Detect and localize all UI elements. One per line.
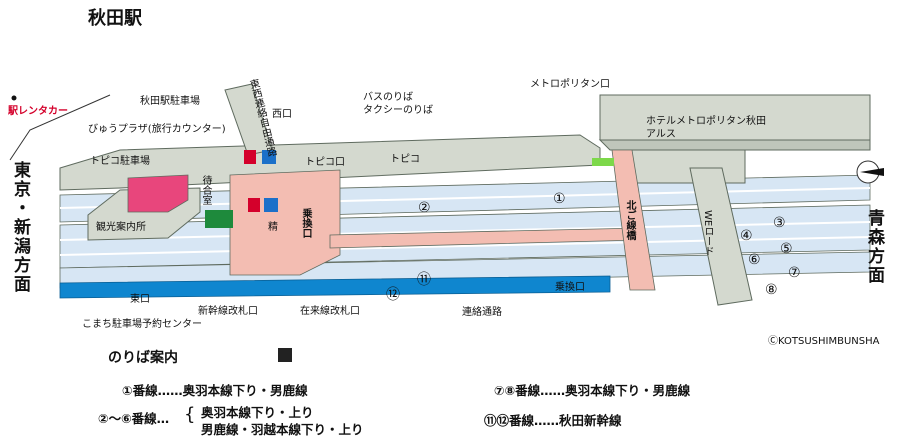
direction-right-char: 面	[868, 266, 885, 286]
east-exit-label: 東口	[130, 294, 150, 305]
green-gate	[205, 210, 233, 228]
track-6: ⑥	[748, 252, 761, 268]
track-7: ⑦	[788, 265, 801, 281]
rent-a-car-label: 駅レンタカー	[8, 106, 68, 117]
direction-right-char: 方	[868, 247, 885, 267]
direction-right-char: 青	[868, 209, 885, 229]
annex-building	[624, 149, 746, 184]
compass-icon	[856, 160, 884, 184]
hotel-label-line1: ホテルメトロポリタン秋田	[646, 116, 766, 127]
bus-label: バスのりば	[363, 92, 413, 103]
waiting-room-label: 待合室	[200, 175, 211, 205]
direction-left-char: 東	[14, 161, 31, 181]
taxi-label: タクシーのりば	[363, 105, 433, 116]
hotel-building	[598, 94, 871, 151]
track-3: ③	[773, 215, 786, 231]
connecting-passage-label: 連絡通路	[462, 307, 502, 318]
direction-left-char: 新	[14, 218, 31, 238]
shinkansen-track	[59, 275, 611, 299]
direction-left-char: 方	[14, 256, 31, 276]
legend-row-2-line2: 男鹿線・羽越本線下り・上り	[201, 422, 364, 437]
west-exit-label: 西口	[272, 109, 292, 120]
we-road	[689, 167, 753, 306]
pink-parking-area	[127, 174, 189, 213]
station-building-main	[59, 134, 601, 191]
akita-parking-label: 秋田駅駐車場	[140, 96, 200, 107]
phone-icon	[278, 348, 292, 362]
komachi-parking-label: こまち駐車場予約センター	[82, 319, 202, 330]
tourist-info-label: 観光案内所	[96, 222, 146, 233]
hotel-label-line2: アルス	[646, 129, 676, 140]
legend-row-2-label: ②～⑥番線…	[98, 411, 170, 426]
transfer-exit-label: 乗換口	[300, 208, 311, 238]
metropolitan-exit-label: メトロポリタン口	[530, 79, 610, 90]
track-11: ⑪	[417, 272, 431, 288]
legend-row-2-bracket: {	[184, 404, 196, 425]
metropolitan-marker	[592, 158, 614, 166]
direction-left-char: 面	[14, 275, 31, 295]
topico-label: トピコ	[390, 154, 420, 165]
track-12: ⑫	[386, 287, 400, 303]
track-8: ⑧	[765, 282, 778, 298]
station-title: 秋田駅	[88, 8, 142, 29]
direction-left-char: ・	[14, 199, 31, 219]
rent-a-car-arrow	[9, 94, 111, 161]
track-1: ①	[553, 191, 566, 207]
track-2: ②	[418, 200, 431, 216]
direction-left-char: 潟	[14, 237, 31, 257]
view-plaza-label: びゅうプラザ(旅行カウンター)	[88, 124, 226, 135]
direction-left-char: 京	[14, 180, 31, 200]
topico-exit-label: トピコ口	[305, 157, 345, 168]
track-5: ⑤	[780, 241, 793, 257]
legend-heading: のりば案内	[108, 350, 178, 366]
we-road-label: WEロード	[702, 210, 713, 257]
track-4: ④	[740, 228, 753, 244]
legend-row-2-line1: 奥羽本線下り・上り	[201, 405, 314, 420]
rent-a-car-dot	[11, 95, 17, 101]
platform-band-near	[59, 251, 871, 289]
kitagoshi-bridge-label: 北ご線橋	[624, 200, 635, 240]
direction-left: 東 京 ・ 新 潟 方 面	[14, 162, 31, 295]
legend-row-3: ⑦⑧番線……奥羽本線下り・男鹿線	[494, 383, 691, 398]
transfer-exit-2-label: 乗換口	[555, 282, 585, 293]
toilet-icon	[244, 150, 260, 212]
copyright: ⒸKOTSUSHIMBUNSHA	[768, 336, 880, 347]
shinkansen-gate-label: 新幹線改札口	[198, 306, 258, 317]
seisan-label: 精	[268, 222, 278, 233]
accessible-icon	[262, 150, 278, 212]
legend-row-1: ①番線……奥羽本線下り・男鹿線	[122, 383, 308, 398]
conventional-gate-label: 在来線改札口	[300, 306, 360, 317]
direction-right: 青 森 方 面	[868, 210, 885, 286]
legend-row-4: ⑪⑫番線……秋田新幹線	[484, 413, 622, 428]
topico-parking-label: トピコ駐車場	[90, 156, 150, 167]
direction-right-char: 森	[868, 228, 885, 248]
concourse	[229, 149, 656, 291]
